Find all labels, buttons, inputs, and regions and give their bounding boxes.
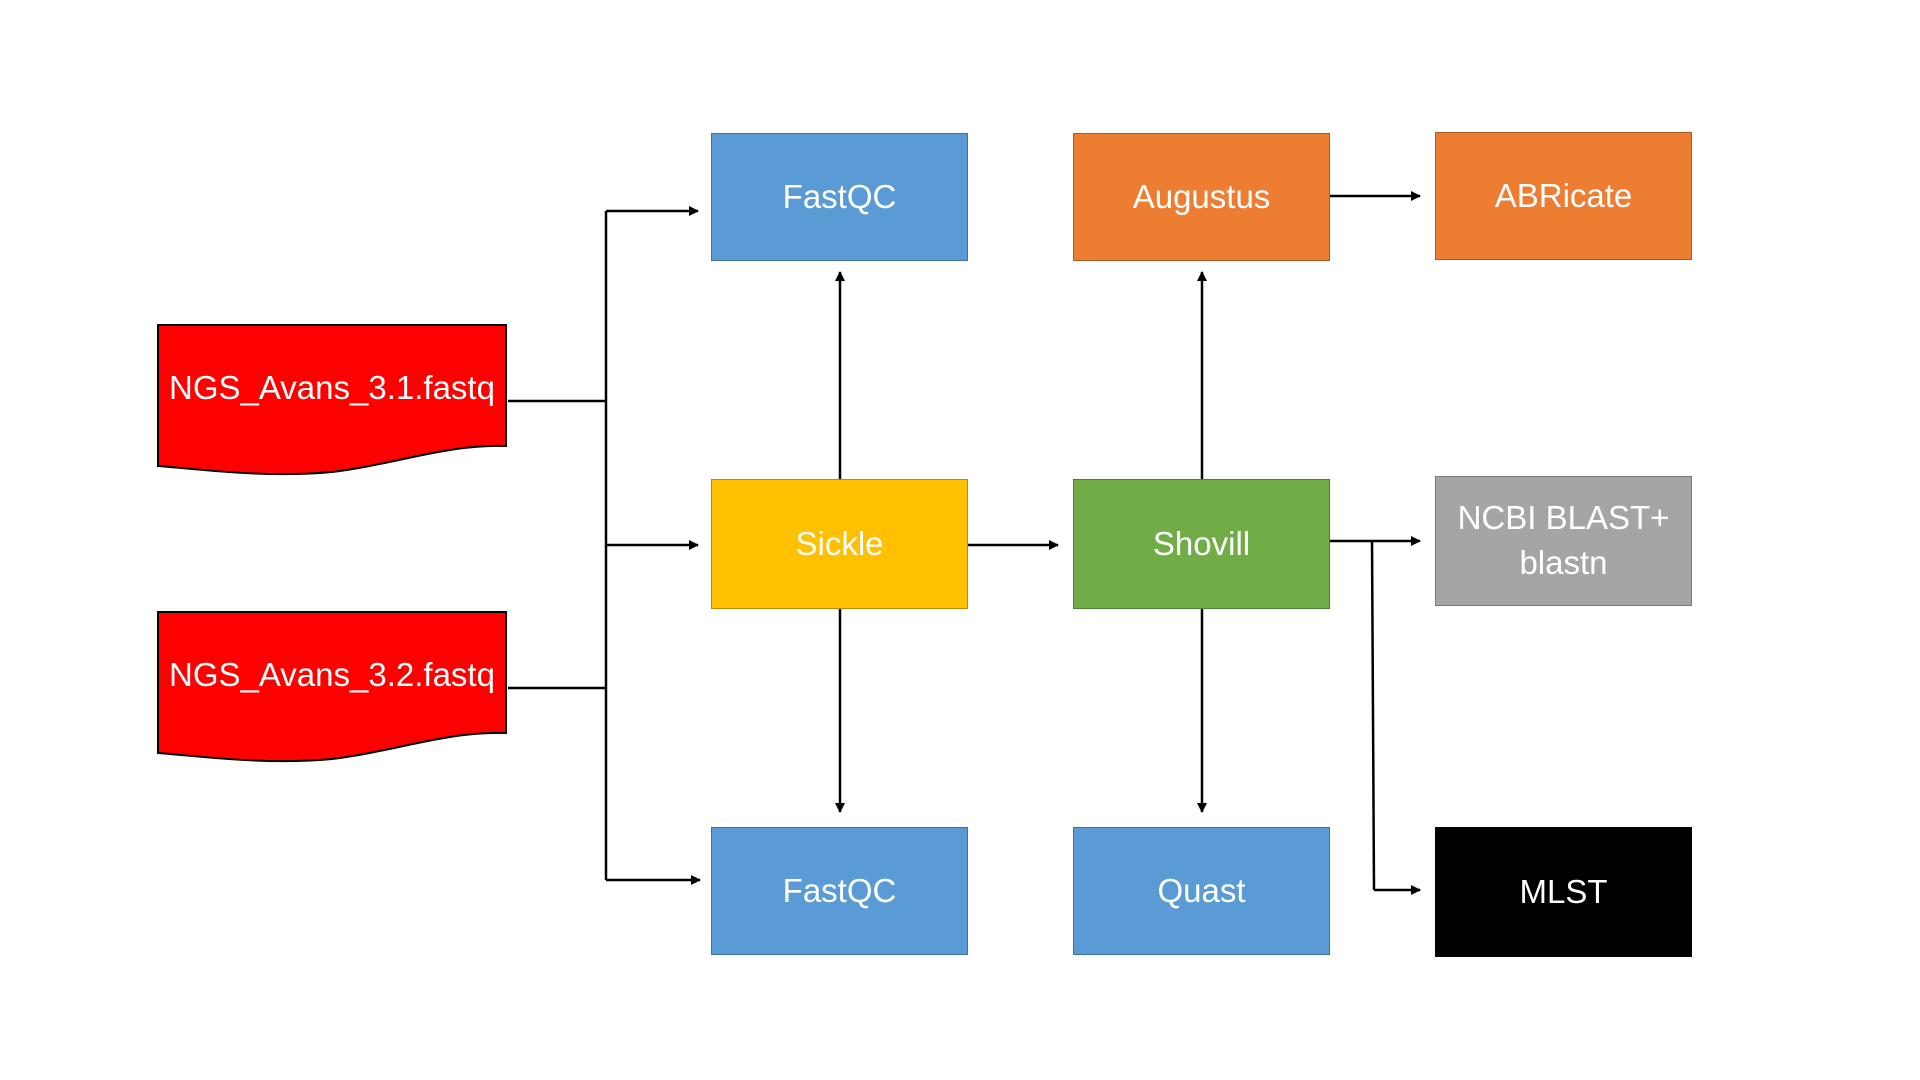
tool-mlst-label: MLST xyxy=(1519,872,1608,910)
tool-ncbi-blast: NCBI BLAST+ blastn xyxy=(1435,476,1692,606)
tool-abricate: ABRicate xyxy=(1435,132,1692,260)
tool-mlst: MLST xyxy=(1435,827,1692,957)
input-file-2-label: NGS_Avans_3.2.fastq xyxy=(169,656,495,693)
tool-fastqc-top-label: FastQC xyxy=(782,177,897,215)
tool-fastqc-bottom: FastQC xyxy=(711,827,968,955)
tool-quast-label: Quast xyxy=(1157,871,1246,909)
connector-shovill-to-mlst-vertical xyxy=(1370,540,1376,891)
tool-quast: Quast xyxy=(1073,827,1330,955)
document-icon xyxy=(157,611,507,763)
input-file-1-label: NGS_Avans_3.1.fastq xyxy=(169,369,495,406)
document-icon xyxy=(157,324,507,476)
input-file-1: NGS_Avans_3.1.fastq xyxy=(157,324,507,476)
tool-shovill: Shovill xyxy=(1073,479,1330,609)
tool-augustus: Augustus xyxy=(1073,133,1330,261)
tool-ncbi-blast-label: NCBI BLAST+ blastn xyxy=(1457,499,1670,581)
tool-augustus-label: Augustus xyxy=(1132,177,1271,215)
tool-sickle: Sickle xyxy=(711,479,968,609)
tool-fastqc-top: FastQC xyxy=(711,133,968,261)
tool-fastqc-bottom-label: FastQC xyxy=(782,871,897,909)
input-file-2: NGS_Avans_3.2.fastq xyxy=(157,611,507,763)
tool-shovill-label: Shovill xyxy=(1152,524,1251,562)
tool-sickle-label: Sickle xyxy=(795,524,884,562)
tool-abricate-label: ABRicate xyxy=(1494,176,1633,214)
